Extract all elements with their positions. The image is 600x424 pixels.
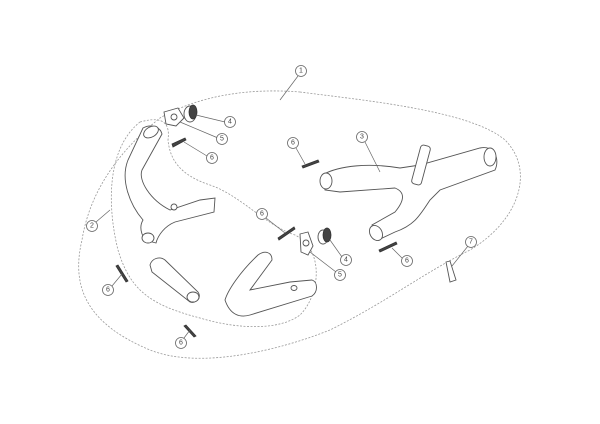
callout-6-d: 6	[401, 255, 413, 267]
callout-label: 7	[469, 239, 473, 246]
springs-part-6	[115, 137, 398, 338]
callout-7: 7	[465, 236, 477, 248]
callout-label: 6	[405, 258, 409, 265]
callout-label: 4	[344, 257, 348, 264]
callout-label: 6	[260, 211, 264, 218]
callout-label: 1	[299, 68, 303, 75]
callout-6-e: 6	[102, 284, 114, 296]
callout-label: 6	[106, 287, 110, 294]
header-pipe-part-2	[124, 125, 216, 244]
callout-label: 6	[291, 140, 295, 147]
callout-5-upper: 5	[216, 133, 228, 145]
callout-3: 3	[356, 131, 368, 143]
callout-label: 6	[210, 155, 214, 162]
callout-2: 2	[86, 220, 98, 232]
sleeve-part-4-lower	[317, 227, 332, 245]
callout-label: 3	[360, 134, 364, 141]
callout-6-c: 6	[256, 208, 268, 220]
callout-label: 5	[220, 136, 224, 143]
lower-y-pipe	[224, 251, 317, 317]
y-collector-part-3	[319, 144, 498, 241]
callout-label: 4	[228, 119, 232, 126]
paste-tube-part-7	[445, 260, 457, 283]
callout-label: 2	[90, 223, 94, 230]
callout-label: 6	[179, 340, 183, 347]
sleeve-part-4-upper	[183, 104, 198, 123]
gasket-part-5-lower	[299, 231, 314, 256]
callout-6-f: 6	[175, 337, 187, 349]
callout-4-lower: 4	[340, 254, 352, 266]
link-pipe	[149, 257, 200, 303]
callout-4-upper: 4	[224, 116, 236, 128]
callout-6-b: 6	[287, 137, 299, 149]
callout-6-a: 6	[206, 152, 218, 164]
callout-1: 1	[295, 65, 307, 77]
leader-lines	[95, 75, 469, 339]
callout-label: 5	[338, 272, 342, 279]
callout-5-lower: 5	[334, 269, 346, 281]
gasket-part-5-upper	[163, 107, 185, 127]
header-outline	[110, 119, 317, 328]
